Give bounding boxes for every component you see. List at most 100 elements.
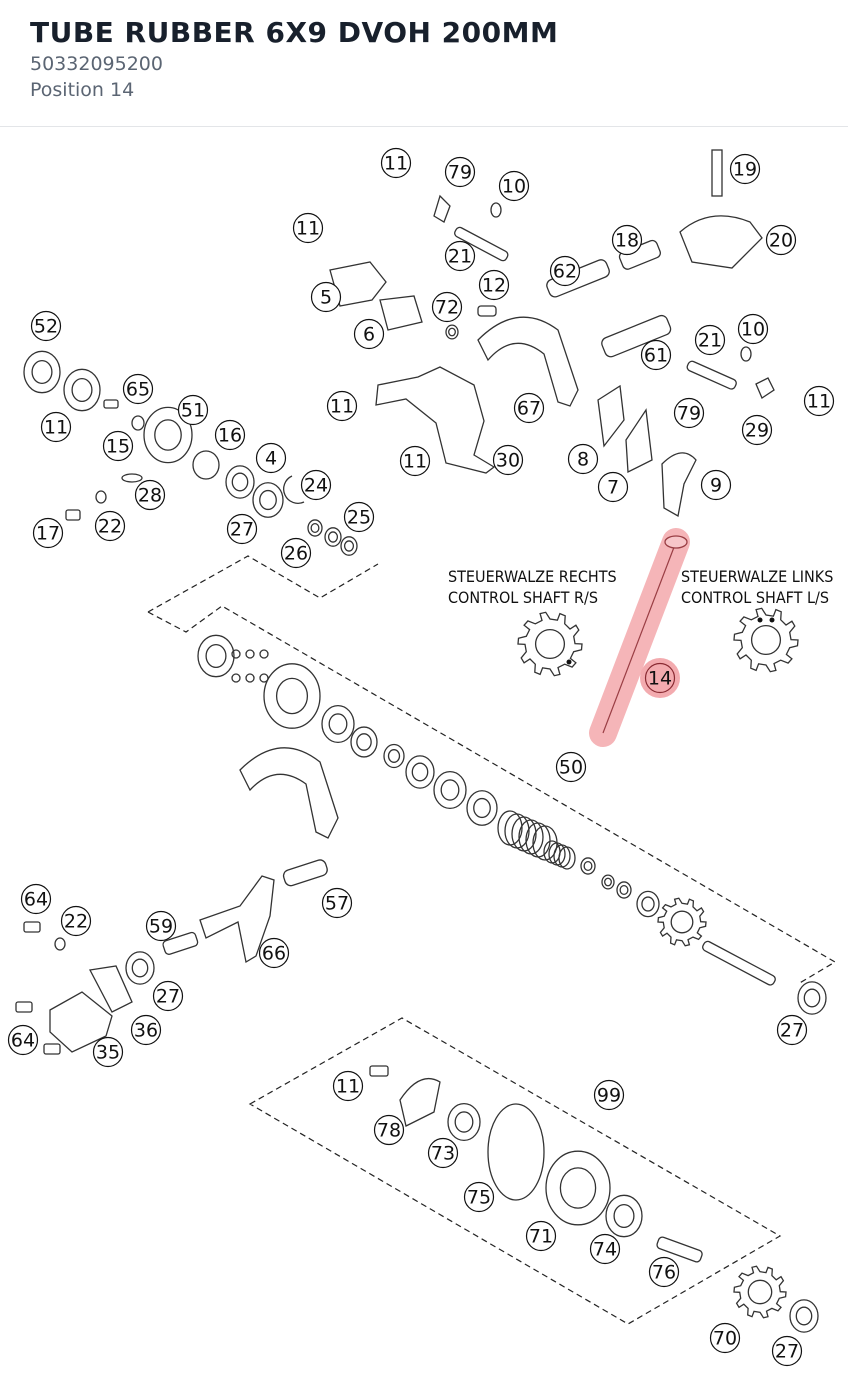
callout-57[interactable]: 57 — [321, 887, 353, 919]
callout-74[interactable]: 74 — [589, 1233, 621, 1265]
callout-18[interactable]: 18 — [611, 224, 643, 256]
disc-50b-inner — [275, 677, 309, 715]
callout-11[interactable]: 11 — [399, 445, 431, 477]
callout-59[interactable]: 59 — [145, 910, 177, 942]
washer-25 — [324, 527, 342, 547]
callout-22[interactable]: 22 — [94, 510, 126, 542]
callout-number: 22 — [98, 516, 122, 538]
callout-61[interactable]: 61 — [640, 339, 672, 371]
callout-79[interactable]: 79 — [444, 156, 476, 188]
callout-25[interactable]: 25 — [343, 501, 375, 533]
callout-10[interactable]: 10 — [737, 313, 769, 345]
callout-62[interactable]: 62 — [549, 255, 581, 287]
plate-6 — [379, 295, 423, 331]
callout-5[interactable]: 5 — [310, 281, 342, 313]
callout-50[interactable]: 50 — [555, 751, 587, 783]
callout-27[interactable]: 27 — [776, 1014, 808, 1046]
callout-number: 99 — [597, 1085, 621, 1107]
callout-71[interactable]: 71 — [525, 1220, 557, 1252]
callout-70[interactable]: 70 — [709, 1322, 741, 1354]
spring-coil-small — [553, 844, 571, 868]
callout-67[interactable]: 67 — [513, 392, 545, 424]
kick-gear-50 — [657, 897, 707, 947]
callout-number: 25 — [347, 507, 371, 529]
callout-21[interactable]: 21 — [444, 240, 476, 272]
pin-19 — [711, 149, 723, 197]
callout-52[interactable]: 52 — [30, 310, 62, 342]
callout-number: 26 — [284, 543, 308, 565]
callout-number: 61 — [644, 345, 668, 367]
bearing-27 — [252, 482, 284, 518]
bearing-27d — [789, 1299, 819, 1333]
callout-6[interactable]: 6 — [353, 318, 385, 350]
callout-number: 27 — [230, 519, 254, 541]
callout-11[interactable]: 11 — [380, 147, 412, 179]
callout-16[interactable]: 16 — [214, 419, 246, 451]
callout-64[interactable]: 64 — [7, 1024, 39, 1056]
impeller-78 — [399, 1077, 441, 1127]
callout-4[interactable]: 4 — [255, 442, 287, 474]
callout-7[interactable]: 7 — [597, 471, 629, 503]
callout-75[interactable]: 75 — [463, 1181, 495, 1213]
callout-number: 36 — [134, 1020, 158, 1042]
gear-70 — [733, 1265, 787, 1319]
callout-number: 7 — [607, 477, 619, 499]
shaft-61 — [601, 314, 672, 358]
callout-73[interactable]: 73 — [427, 1137, 459, 1169]
callout-65[interactable]: 65 — [122, 373, 154, 405]
callout-29[interactable]: 29 — [741, 414, 773, 446]
callout-64[interactable]: 64 — [20, 883, 52, 915]
callout-99[interactable]: 99 — [593, 1079, 625, 1111]
washer-50c — [350, 726, 378, 758]
callout-27[interactable]: 27 — [152, 980, 184, 1012]
callout-24[interactable]: 24 — [300, 469, 332, 501]
callout-number: 51 — [181, 400, 205, 422]
callout-26[interactable]: 26 — [280, 537, 312, 569]
callout-11[interactable]: 11 — [292, 212, 324, 244]
callout-17[interactable]: 17 — [32, 517, 64, 549]
callout-35[interactable]: 35 — [92, 1036, 124, 1068]
callout-72[interactable]: 72 — [431, 291, 463, 323]
callout-11[interactable]: 11 — [332, 1070, 364, 1102]
washer-50h-inner — [604, 877, 612, 887]
callout-9[interactable]: 9 — [700, 469, 732, 501]
bearing-73 — [447, 1102, 481, 1142]
shaft-50 — [702, 940, 776, 986]
callout-21[interactable]: 21 — [694, 324, 726, 356]
callout-number: 27 — [156, 986, 180, 1008]
callout-10[interactable]: 10 — [498, 170, 530, 202]
callout-22[interactable]: 22 — [60, 905, 92, 937]
washer-50c-inner — [356, 733, 372, 751]
oring-29 — [192, 450, 220, 480]
callout-78[interactable]: 78 — [373, 1114, 405, 1146]
lever-30 — [375, 366, 496, 474]
callout-number: 11 — [807, 391, 831, 413]
callout-79[interactable]: 79 — [673, 397, 705, 429]
callout-19[interactable]: 19 — [729, 153, 761, 185]
callout-20[interactable]: 20 — [765, 224, 797, 256]
callout-12[interactable]: 12 — [478, 269, 510, 301]
bolt-64b — [15, 1001, 33, 1013]
callout-8[interactable]: 8 — [567, 443, 599, 475]
callout-number: 18 — [615, 230, 639, 252]
callout-51[interactable]: 51 — [177, 394, 209, 426]
washer-72-inner — [448, 327, 456, 337]
callout-28[interactable]: 28 — [134, 479, 166, 511]
callout-76[interactable]: 76 — [648, 1256, 680, 1288]
callout-number: 72 — [435, 297, 459, 319]
callout-number: 5 — [320, 287, 332, 309]
callout-15[interactable]: 15 — [102, 430, 134, 462]
washer-50g-inner — [583, 860, 593, 872]
callout-number: 20 — [769, 230, 793, 252]
callout-11[interactable]: 11 — [803, 385, 835, 417]
callout-66[interactable]: 66 — [258, 937, 290, 969]
callout-30[interactable]: 30 — [492, 444, 524, 476]
callout-number: 76 — [652, 1262, 676, 1284]
callout-27[interactable]: 27 — [226, 513, 258, 545]
callout-36[interactable]: 36 — [130, 1014, 162, 1046]
callout-11[interactable]: 11 — [326, 390, 358, 422]
callout-27[interactable]: 27 — [771, 1335, 803, 1367]
callout-14[interactable]: 14 — [644, 662, 676, 694]
guide-67 — [477, 316, 579, 407]
callout-11[interactable]: 11 — [40, 411, 72, 443]
